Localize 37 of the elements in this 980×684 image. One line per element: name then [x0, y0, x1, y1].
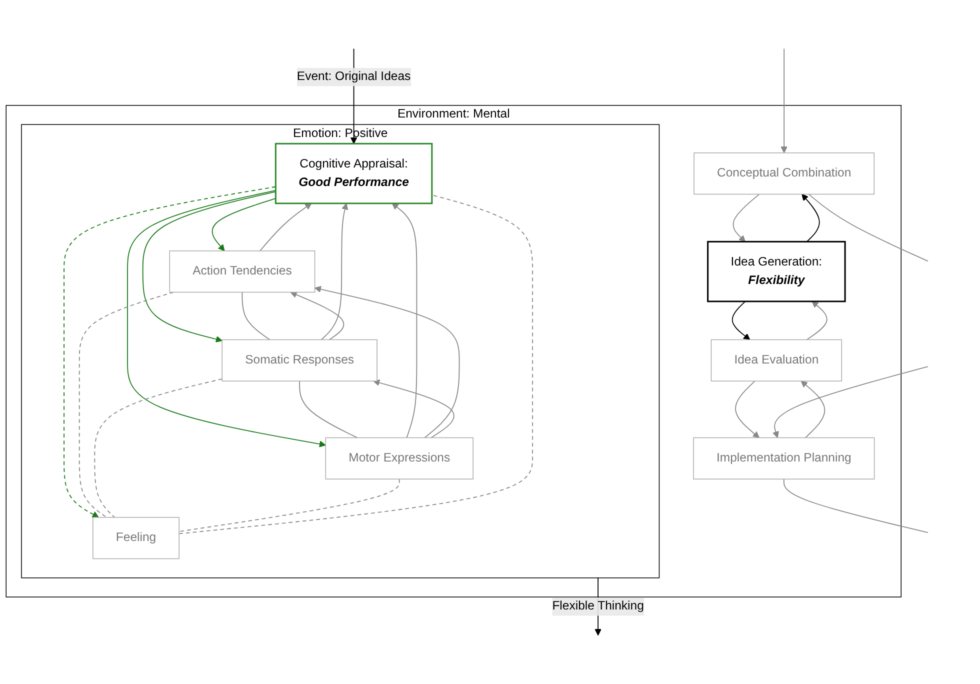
connector	[78, 292, 174, 518]
connector	[242, 292, 270, 340]
arrow	[260, 203, 312, 252]
arrow	[127, 190, 326, 448]
node-box: Conceptual Combination	[694, 152, 875, 195]
arrow	[735, 380, 760, 438]
node-box: Somatic Responses	[222, 339, 378, 382]
arrow	[212, 198, 276, 252]
node-box: Idea Generation: Flexibility	[707, 240, 846, 302]
arrow	[802, 194, 820, 242]
arrow	[732, 194, 760, 242]
edge-label: Flexible Thinking	[552, 600, 644, 613]
connector	[808, 194, 928, 262]
edge-label: Event: Original Ideas	[296, 70, 411, 84]
node-box: Cognitive Appraisal: Good Performance	[274, 142, 433, 204]
connector	[178, 194, 533, 534]
arrow	[780, 48, 788, 154]
connector	[299, 380, 358, 438]
arrow	[320, 203, 348, 340]
arrow	[732, 300, 750, 340]
arrow	[392, 203, 418, 438]
arrow	[290, 292, 344, 340]
node-box: Idea Evaluation	[710, 339, 842, 382]
connector	[783, 478, 928, 534]
node-box: Feeling	[92, 516, 180, 560]
node-box: Action Tendencies	[169, 250, 316, 293]
arrow	[806, 301, 828, 340]
connector	[178, 478, 400, 532]
arrow	[64, 186, 276, 518]
arrow	[373, 379, 454, 438]
arrow	[142, 191, 276, 342]
node-box: Implementation Planning	[693, 437, 875, 480]
arrow	[800, 380, 826, 438]
connector	[94, 378, 223, 518]
arrow	[314, 286, 460, 438]
arrow	[772, 366, 928, 438]
node-box: Motor Expressions	[325, 437, 474, 480]
